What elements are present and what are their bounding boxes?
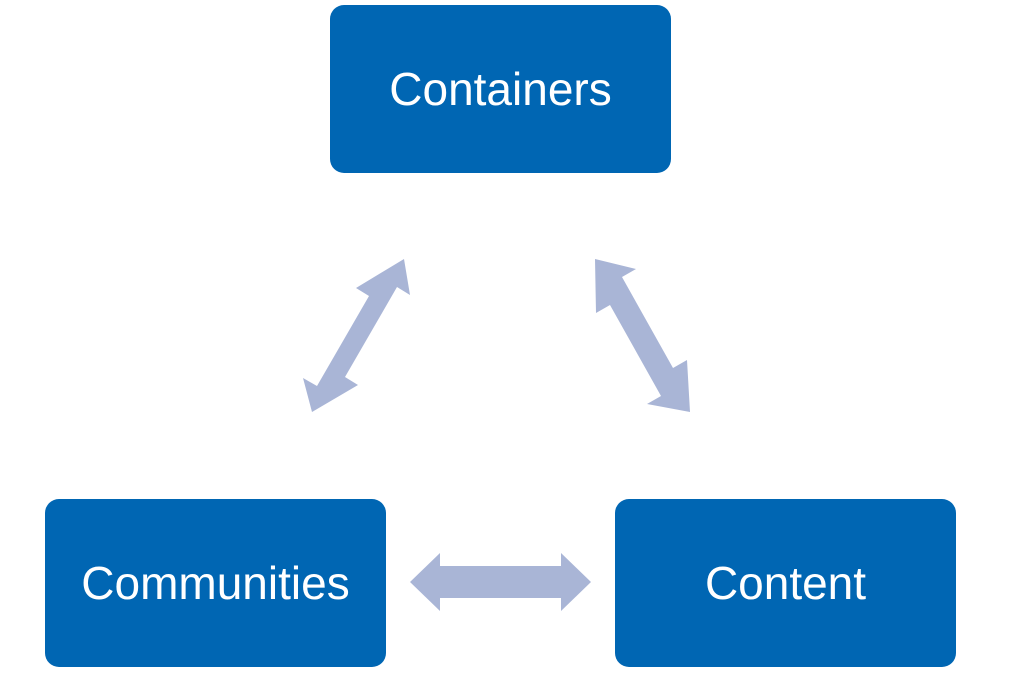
node-content-label: Content [704, 557, 867, 609]
double-arrow-containers-communities [303, 259, 410, 412]
node-communities: Communities [45, 499, 386, 667]
node-communities-label: Communities [81, 557, 350, 609]
node-containers: Containers [330, 5, 671, 173]
double-arrow-communities-content [410, 553, 591, 611]
node-content: Content [615, 499, 956, 667]
node-containers-label: Containers [389, 63, 612, 115]
double-arrow-containers-content [595, 259, 690, 412]
